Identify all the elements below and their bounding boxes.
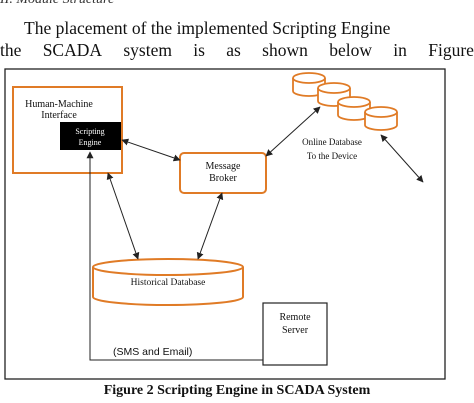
paragraph-line-2: the SCADA system is as shown below in Figure xyxy=(0,40,474,61)
paragraph-word: Figure xyxy=(428,40,474,60)
message-broker-line2: Broker xyxy=(209,173,237,184)
paragraph-word: SCADA xyxy=(42,40,103,60)
historical-db-label: Historical Database xyxy=(131,278,206,288)
arrow-broker-to-historical-db xyxy=(196,192,224,260)
paragraph-word: shown xyxy=(262,40,308,60)
paragraph-word: the xyxy=(0,40,22,60)
remote-server-line2: Server xyxy=(282,325,309,336)
online-database-icon xyxy=(292,72,398,131)
message-broker-line1: Message xyxy=(206,161,242,172)
paragraph-word: system xyxy=(123,40,172,60)
scripting-engine-box xyxy=(60,122,121,150)
historical-database-icon xyxy=(92,258,244,306)
section-heading: II. Module Structure xyxy=(0,0,114,8)
paragraph-word: in xyxy=(393,40,407,60)
paragraph-word: is xyxy=(193,40,205,60)
paragraph-line-1: The placement of the implemented Scripti… xyxy=(24,18,391,38)
remote-server-box xyxy=(262,302,328,366)
hmi-label-line1: Human-Machine xyxy=(25,99,93,110)
diagram-frame xyxy=(4,68,446,380)
arrow-engine-to-broker xyxy=(121,138,181,162)
paragraph-word: as xyxy=(226,40,241,60)
sms-email-label: (SMS and Email) xyxy=(113,346,192,358)
online-db-label-line2: To the Device xyxy=(307,151,357,161)
arrow-hmi-to-historical-db xyxy=(106,172,140,260)
paragraph-word: below xyxy=(329,40,372,60)
figure-caption: Figure 2 Scripting Engine in SCADA Syste… xyxy=(103,383,371,398)
remote-server-line1: Remote xyxy=(279,312,311,323)
hmi-label-line2: Interface xyxy=(41,110,77,121)
online-db-label-line1: Online Database xyxy=(302,137,362,147)
arrow-online-db-to-device xyxy=(380,134,424,183)
scripting-engine-line1: Scripting xyxy=(75,127,104,136)
arrow-remote-server-to-engine xyxy=(86,151,263,361)
scripting-engine-line2: Engine xyxy=(79,138,102,147)
arrow-broker-to-online-db xyxy=(265,106,321,157)
